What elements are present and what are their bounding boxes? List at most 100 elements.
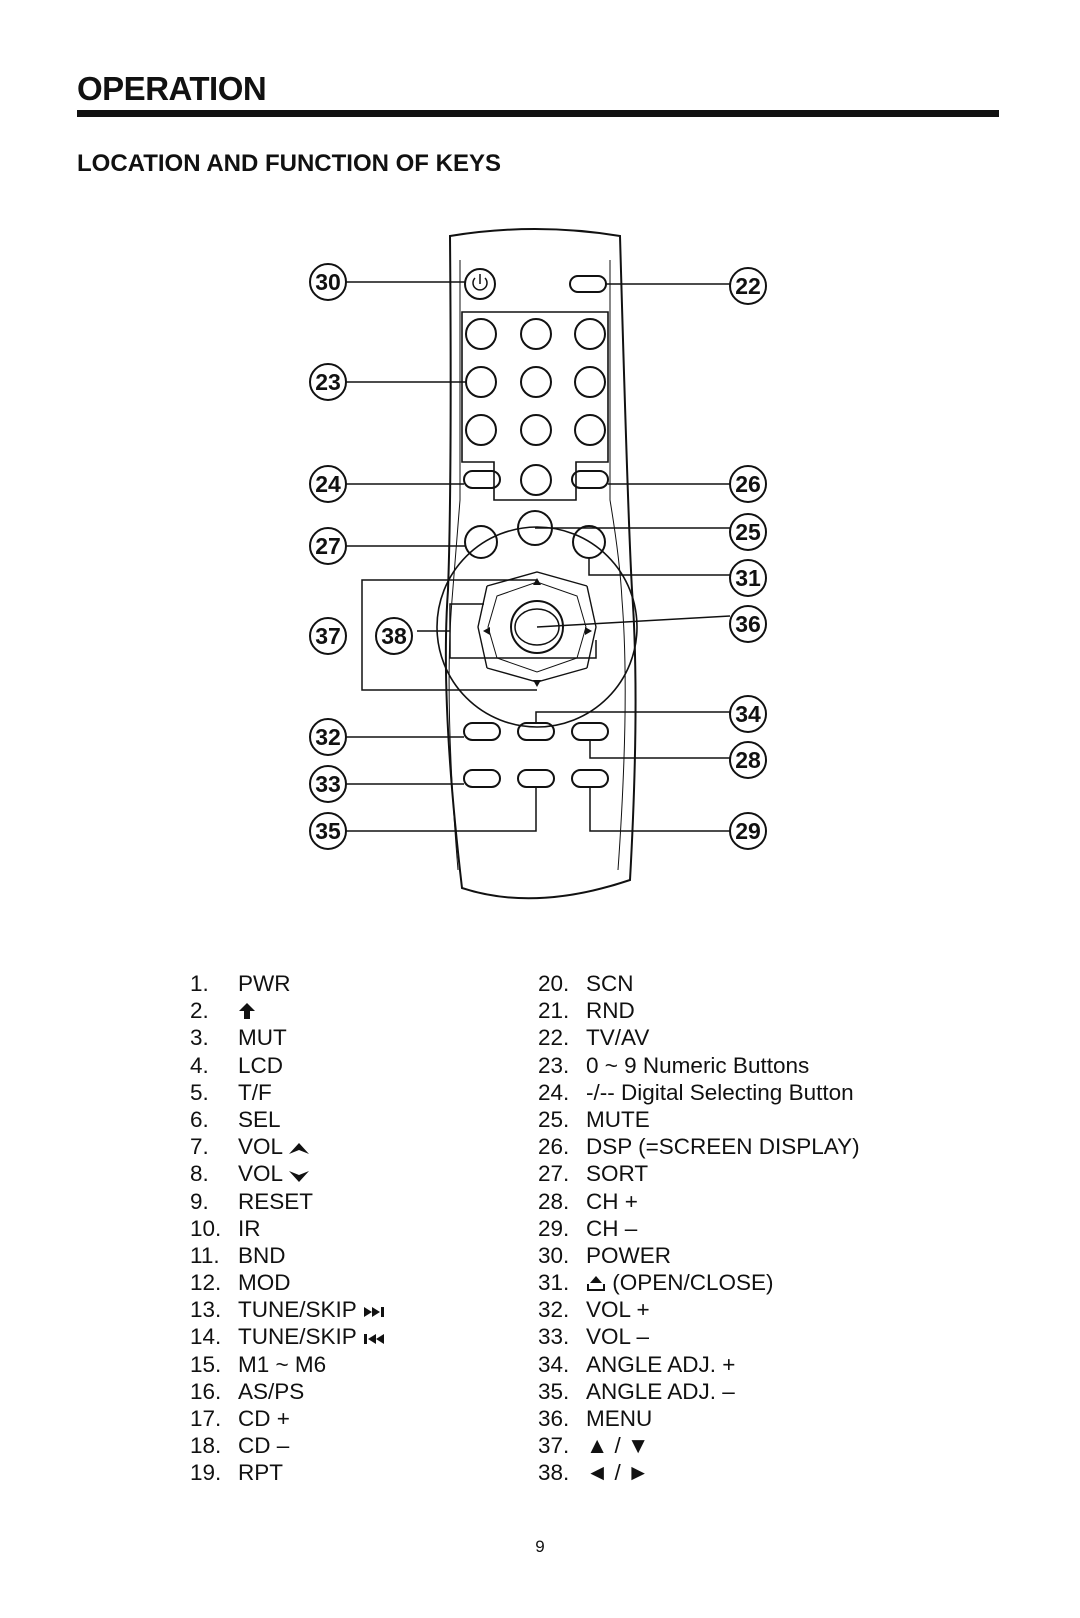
key-list-item: 21.RND — [538, 997, 860, 1024]
key-label: ▲ / ▼ — [586, 1433, 650, 1459]
key-label: ◄ / ► — [586, 1460, 650, 1486]
key-list-item: 11.BND — [190, 1242, 389, 1269]
key-label: LCD — [238, 1052, 284, 1078]
key-list-item: 2. — [190, 997, 389, 1024]
key-list-item: 1.PWR — [190, 970, 389, 997]
key-label: AS/PS — [238, 1378, 305, 1404]
callout-24: 24 — [315, 471, 341, 497]
key-list-item: 22.TV/AV — [538, 1024, 860, 1051]
callout-27: 27 — [315, 533, 341, 559]
key-number: 29. — [538, 1215, 570, 1241]
up-arrow-icon — [238, 999, 256, 1026]
key-label: RPT — [238, 1460, 283, 1486]
key-label: (OPEN/CLOSE) — [612, 1270, 774, 1296]
sort-button — [464, 525, 498, 559]
callout-31: 31 — [735, 565, 761, 591]
key-number: 28. — [538, 1188, 570, 1214]
key-list-item: 31. (OPEN/CLOSE) — [538, 1269, 860, 1296]
key-number: 3. — [190, 1025, 209, 1051]
key-number: 16. — [190, 1378, 222, 1404]
key-number: 2. — [190, 998, 209, 1024]
key-list-item: 3.MUT — [190, 1024, 389, 1051]
key-label: SCN — [586, 971, 634, 996]
callout-36: 36 — [735, 611, 761, 637]
key-label: M1 ~ M6 — [238, 1351, 327, 1377]
key-label: CD + — [238, 1406, 290, 1431]
key-label: RND — [586, 998, 635, 1024]
key-number: 14. — [190, 1324, 222, 1350]
digit-select-button — [463, 470, 501, 489]
key-label: VOL — [238, 1134, 283, 1160]
key-list-item: 7.VOL — [190, 1133, 389, 1160]
remote-control-diagram: 30 23 24 27 37 38 32 33 35 22 26 25 31 3… — [309, 228, 767, 900]
skip-prev-icon — [363, 1325, 389, 1352]
key-list-item: 4.LCD — [190, 1052, 389, 1079]
key-label: SORT — [586, 1161, 649, 1187]
callout-32: 32 — [315, 724, 341, 750]
key-list-item: 12.MOD — [190, 1269, 389, 1296]
key-list-item: 18.CD – — [190, 1432, 389, 1459]
vol-minus-button — [463, 769, 501, 788]
key-number: 25. — [538, 1106, 570, 1132]
key-list-item: 16. AS/PS — [190, 1378, 389, 1405]
key-list-item: 30.POWER — [538, 1242, 860, 1269]
key-label: VOL – — [586, 1324, 649, 1350]
key-list-item: 33.VOL – — [538, 1323, 860, 1350]
key-label: SEL — [238, 1106, 281, 1132]
callout-22: 22 — [735, 273, 761, 299]
menu-button — [510, 600, 564, 654]
key-list-item: 6. SEL — [190, 1106, 389, 1133]
key-label: PWR — [238, 971, 291, 996]
key-list-item: 32. VOL + — [538, 1296, 860, 1323]
key-label: VOL + — [586, 1297, 650, 1323]
title-rule — [77, 110, 999, 117]
leader-lines — [345, 281, 731, 832]
key-list-item: 28. CH + — [538, 1188, 860, 1215]
key-label: ANGLE ADJ. + — [586, 1351, 736, 1377]
key-label: MUTE — [586, 1106, 650, 1132]
vol-plus-button — [463, 722, 501, 741]
key-label: ANGLE ADJ. – — [586, 1378, 735, 1404]
key-label: MENU — [586, 1406, 653, 1431]
remote-inner-outline — [448, 260, 461, 871]
key-number: 13. — [190, 1297, 222, 1323]
key-list-item: 15.M1 ~ M6 — [190, 1351, 389, 1378]
key-label: TUNE/SKIP — [238, 1297, 357, 1323]
key-number: 20. — [538, 971, 570, 996]
key-label: CD – — [238, 1433, 290, 1459]
key-list-item: 17. CD + — [190, 1405, 389, 1432]
callout-34: 34 — [735, 701, 761, 727]
key-number: 34. — [538, 1351, 570, 1377]
key-list-item: 37. ▲ / ▼ — [538, 1432, 860, 1459]
key-number: 6. — [190, 1106, 209, 1132]
key-number: 17. — [190, 1406, 222, 1431]
callout-29: 29 — [735, 818, 761, 844]
key-number: 23. — [538, 1052, 570, 1078]
tv-av-button — [569, 275, 607, 293]
key-number: 31. — [538, 1270, 570, 1296]
key-list-item: 25. MUTE — [538, 1106, 860, 1133]
key-label: CH + — [586, 1188, 638, 1214]
key-label: TUNE/SKIP — [238, 1324, 357, 1350]
key-number: 37. — [538, 1433, 570, 1459]
key-number: 12. — [190, 1270, 222, 1296]
key-list-item: 20. SCN — [538, 970, 860, 997]
key-number: 19. — [190, 1460, 222, 1486]
eject-icon — [586, 1271, 606, 1298]
key-list-item: 13. TUNE/SKIP — [190, 1296, 389, 1323]
key-label: 0 ~ 9 Numeric Buttons — [586, 1052, 810, 1078]
key-number: 22. — [538, 1025, 570, 1051]
key-list-item: 27.SORT — [538, 1160, 860, 1187]
key-list-item: 10.IR — [190, 1215, 389, 1242]
key-number: 9. — [190, 1188, 209, 1214]
key-label: CH – — [586, 1215, 638, 1241]
dsp-button — [571, 470, 609, 489]
key-number: 11. — [190, 1242, 220, 1268]
key-number: 5. — [190, 1079, 209, 1105]
key-list-item: 38.◄ / ► — [538, 1459, 860, 1486]
key-label: -/-- Digital Selecting Button — [586, 1079, 854, 1105]
key-number: 32. — [538, 1297, 570, 1323]
chevron-up-icon — [288, 1135, 310, 1162]
power-button — [464, 268, 496, 300]
